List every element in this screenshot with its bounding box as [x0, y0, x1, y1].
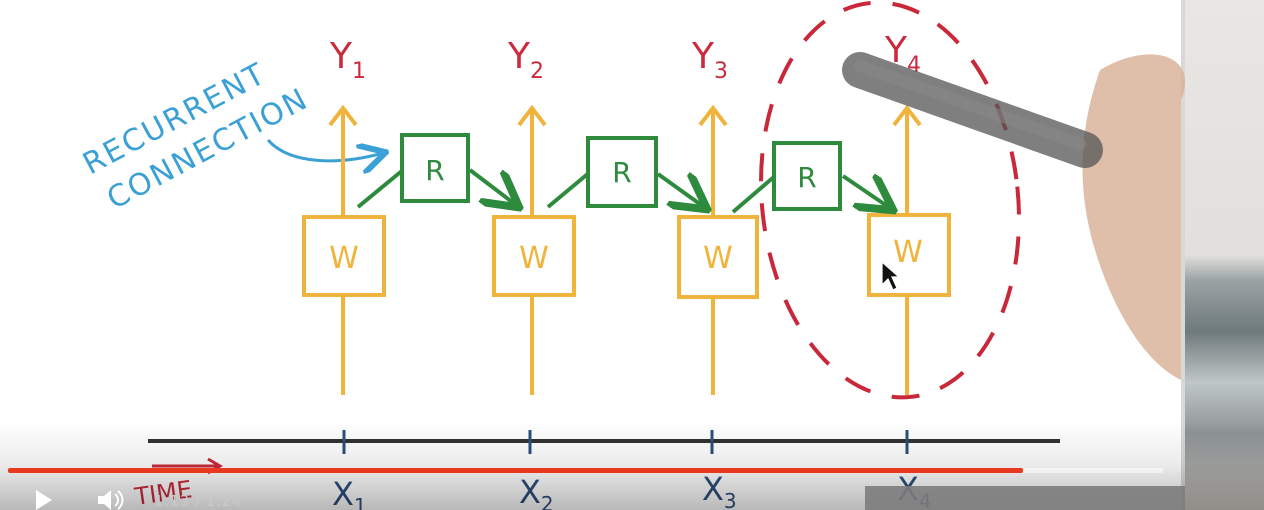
- recurrent-link-1: R: [356, 133, 516, 207]
- rnn-unit-1: W Y1: [302, 36, 386, 395]
- whiteboard: RECURRENT CONNECTION W Y1 W Y2: [77, 0, 1186, 510]
- annotation-group: RECURRENT CONNECTION: [77, 56, 314, 217]
- weight-label-2: W: [519, 241, 549, 276]
- highlight-ellipse: [759, 0, 1021, 400]
- annotation-arrow: [266, 138, 383, 161]
- weight-box-2: [492, 215, 576, 297]
- weight-label-3: W: [703, 241, 733, 276]
- background-video-strip: [1183, 0, 1264, 510]
- time-label: TIME: [132, 475, 194, 510]
- board-edge: [1181, 0, 1185, 510]
- output-label-1: Y1: [329, 36, 366, 84]
- progress-bar[interactable]: [8, 468, 1163, 473]
- recurrent-label-1: R: [425, 154, 444, 187]
- recurrent-box-3: [772, 141, 842, 211]
- current-time: 1:13: [154, 492, 190, 510]
- rnn-unit-2: W Y2: [492, 36, 576, 395]
- bottom-right-panel: [865, 486, 1185, 510]
- input-label-2: X2: [519, 473, 554, 510]
- recurrent-label-3: R: [797, 161, 816, 194]
- duration: 1:24: [205, 492, 242, 510]
- input-label-1: X1: [332, 475, 367, 510]
- recurrent-link-3: R: [731, 141, 890, 212]
- volume-button[interactable]: [92, 484, 128, 510]
- progress-fill: [8, 468, 1024, 473]
- play-icon: [36, 490, 52, 510]
- rnn-unit-3: W Y3: [677, 36, 759, 395]
- input-label-3: X3: [702, 470, 737, 510]
- play-button[interactable]: [28, 484, 60, 510]
- weight-label-1: W: [329, 241, 359, 276]
- weight-box-1: [302, 215, 386, 297]
- recurrent-box-2: [586, 136, 658, 208]
- recurrent-link-2: R: [546, 136, 704, 208]
- output-label-3: Y3: [691, 36, 728, 84]
- recurrent-label-2: R: [612, 156, 631, 189]
- weight-label-4: W: [893, 235, 923, 270]
- mouse-cursor-icon: [881, 260, 901, 291]
- output-label-2: Y2: [507, 36, 544, 84]
- time-separator: /: [194, 492, 201, 510]
- recurrent-box-1: [400, 133, 470, 203]
- weight-box-3: [677, 215, 759, 299]
- time-display: 1:13 / 1:24: [154, 492, 242, 510]
- volume-icon: [98, 490, 124, 510]
- rnn-diagram: RECURRENT CONNECTION W Y1 W Y2: [77, 0, 1186, 510]
- pen-and-hand: [842, 52, 1186, 381]
